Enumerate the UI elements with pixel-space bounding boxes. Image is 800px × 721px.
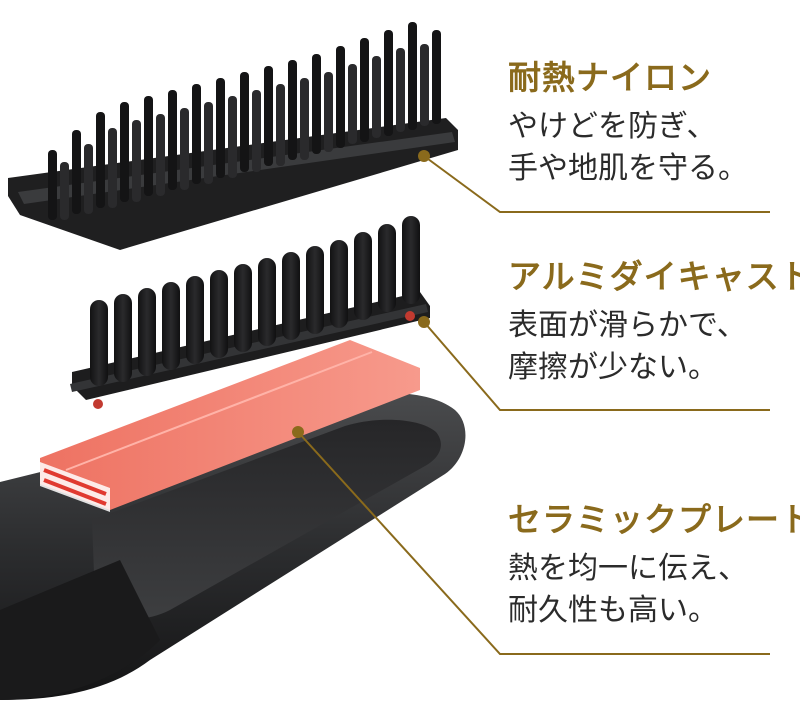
- feature-nylon: 耐熱ナイロン やけどを防ぎ、 手や地肌を守る。: [508, 58, 798, 190]
- feature-title-nylon: 耐熱ナイロン: [508, 58, 712, 97]
- feature-desc-ceramic: 熱を均一に伝え、 耐久性も高い。: [508, 551, 748, 628]
- feature-aluminum: アルミダイキャスト 表面が滑らかで、 摩擦が少ない。: [508, 257, 800, 389]
- callout-dot-aluminum: [418, 316, 430, 328]
- feature-desc-nylon: やけどを防ぎ、 手や地肌を守る。: [508, 109, 748, 186]
- ceramic-plate: [40, 340, 420, 512]
- callout-dot-nylon: [418, 150, 430, 162]
- feature-title-aluminum: アルミダイキャスト: [508, 257, 800, 296]
- feature-title-ceramic: セラミックプレート: [508, 500, 800, 539]
- feature-desc-aluminum: 表面が滑らかで、 摩擦が少ない。: [508, 308, 747, 385]
- callout-dot-ceramic: [292, 426, 304, 438]
- feature-ceramic: セラミックプレート 熱を均一に伝え、 耐久性も高い。: [508, 500, 800, 632]
- aluminum-diecast-comb: [70, 216, 430, 409]
- heat-resistant-nylon-cover: [8, 22, 458, 250]
- callout-lines: [297, 155, 770, 655]
